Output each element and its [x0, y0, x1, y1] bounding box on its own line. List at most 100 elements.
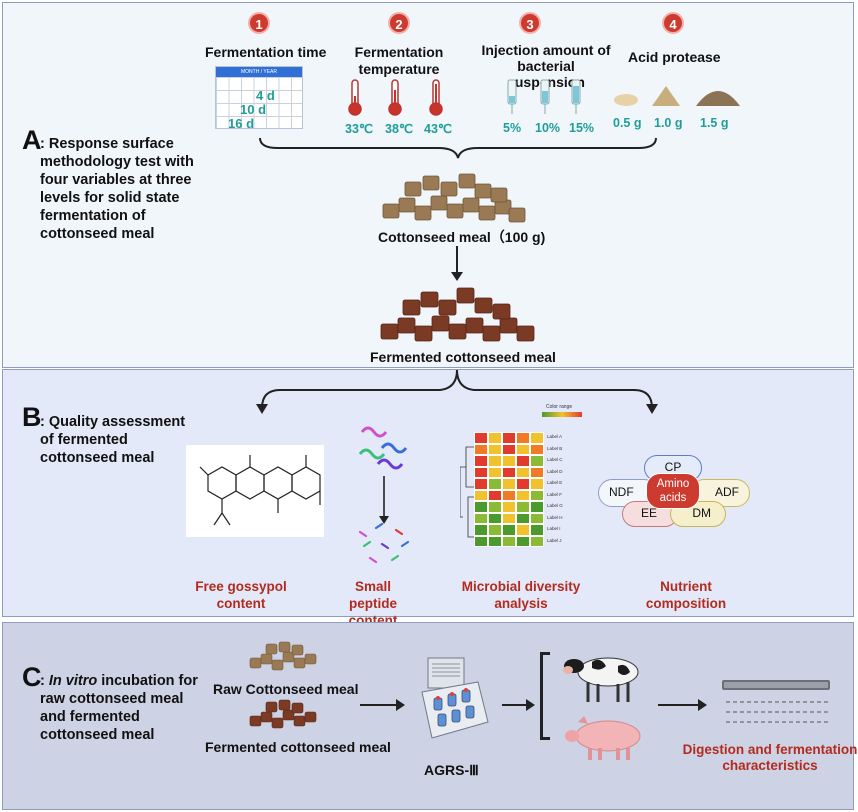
variable-1-title: Fermentation time	[205, 44, 327, 60]
calendar-icon: MONTH / YEAR	[215, 66, 303, 129]
arrow-right-icon	[360, 699, 405, 711]
heatmap-row-label: Label H	[547, 514, 563, 520]
heatmap-cell	[502, 478, 516, 490]
heatmap-cell	[488, 489, 502, 501]
variable-4-badge: 4	[662, 12, 684, 34]
fermented-cottonseed-label: Fermented cottonseed meal	[205, 739, 391, 755]
heatmap-cell	[516, 443, 530, 455]
panel-c-description: : In vitro incubation for raw cottonseed…	[40, 672, 212, 744]
heatmap-cell	[488, 466, 502, 478]
variable-2-title: Fermentation temperature	[354, 44, 444, 77]
molecule-icon	[199, 455, 321, 526]
arrow-right-icon	[658, 699, 707, 711]
variable-3-level-1: 5%	[503, 121, 522, 135]
heatmap-cell	[488, 443, 502, 455]
branch-arrows	[256, 369, 658, 414]
heatmap-cell	[516, 489, 530, 501]
heatmap-cell	[474, 443, 488, 455]
heatmap-row-label: Label C	[547, 457, 563, 462]
nutrient-venn: CP NDF ADF EE DM Amino acids	[598, 455, 750, 530]
heatmap-cell	[502, 524, 516, 536]
panel-a-description: : Response surface methodology test with…	[40, 136, 194, 242]
variable-2-badge: 2	[388, 12, 410, 34]
heatmap-row-label: Label D	[547, 468, 563, 474]
heatmap-cell	[488, 478, 502, 490]
heatmap-color-bar	[542, 412, 582, 417]
heatmap-legend-title: Color range	[546, 404, 573, 410]
heatmap-cell	[516, 535, 530, 547]
heatmap-cell	[502, 512, 516, 524]
panel-a-letter: A	[22, 125, 42, 155]
heatmap-cell	[502, 455, 516, 467]
heatmap-cell	[488, 432, 502, 444]
panel-c-desc-rest: incubation for raw cottonseed meal and f…	[40, 673, 198, 743]
variable-3-title: Injection amount of bacterial suspension	[481, 42, 611, 90]
pig-icon	[565, 716, 641, 760]
calendar-grid	[216, 77, 302, 128]
heatmap-cell	[502, 489, 516, 501]
fermented-cottonseed-meal-pile	[380, 287, 535, 342]
heatmap-cell	[474, 535, 488, 547]
variable-3-badge: 3	[519, 12, 541, 34]
powder-pile-icons	[614, 86, 740, 106]
raw-meal-label: Cottonseed meal（100 g)	[378, 229, 546, 245]
panel-c-desc-italic: In vitro	[48, 673, 98, 689]
raw-cottonseed-meal-pile	[382, 173, 526, 223]
device-label: AGRS-Ⅲ	[424, 762, 479, 778]
heatmap-cell	[516, 466, 530, 478]
heatmap-row-label: Label E	[547, 480, 563, 485]
raw-cottonseed-label: Raw Cottonseed meal	[213, 681, 359, 697]
variable-3-level-2: 10%	[535, 121, 561, 135]
heatmap-cell	[530, 512, 544, 524]
heatmap-dendrogram	[460, 446, 474, 538]
variable-2-level-1: 33℃	[345, 122, 373, 136]
heatmap-row-label: Label G	[547, 503, 563, 508]
panel-b-description: : Quality assessment of fermented cotton…	[40, 414, 186, 466]
variable-1-badge: 1	[248, 12, 270, 34]
heatmap-row-label: Label B	[547, 445, 563, 451]
heatmap-cell	[474, 512, 488, 524]
heatmap-cell	[530, 478, 544, 490]
panel-c-letter: C	[22, 662, 42, 692]
variable-4-level-1: 0.5 g	[613, 116, 642, 130]
cow-icon	[563, 657, 639, 702]
heatmap-cell	[516, 524, 530, 536]
panel-b-letter: B	[22, 402, 42, 432]
heatmap-cell	[488, 512, 502, 524]
variable-4-title: Acid protease	[628, 49, 721, 65]
panel-c-desc-prefix: :	[40, 673, 49, 689]
raw-meal-small-pile	[249, 641, 317, 671]
variable-4-level-2: 1.0 g	[654, 116, 683, 130]
heatmap-row-label: Label I	[547, 526, 561, 531]
heatmap-cell	[530, 432, 544, 444]
heatmap-cell	[516, 512, 530, 524]
heatmap-cell	[530, 455, 544, 467]
variable-4-level-3: 1.5 g	[700, 116, 729, 130]
heatmap-cell	[474, 501, 488, 513]
heatmap-cell	[474, 455, 488, 467]
heatmap-row-label: Label F	[547, 491, 563, 497]
assessment-microbial-diversity: Microbial diversity analysis	[461, 579, 581, 611]
assessment-nutrient-composition: Nutrient composition	[645, 579, 727, 611]
heatmap-cell	[530, 524, 544, 536]
heatmap-cell	[530, 501, 544, 513]
heatmap-cell	[502, 535, 516, 547]
calendar-header: MONTH / YEAR	[216, 67, 302, 77]
heatmap-cell	[488, 524, 502, 536]
heatmap-cell	[502, 443, 516, 455]
result-label: Digestion and fermentation characteristi…	[682, 742, 858, 773]
heatmap-grid	[474, 432, 544, 547]
heatmap-cell	[474, 524, 488, 536]
heatmap-cell	[516, 478, 530, 490]
variable-1-level-3: 16 d	[228, 116, 255, 131]
gossypol-structure	[186, 445, 324, 537]
arrow-down-icon	[451, 246, 463, 281]
heatmap-cell	[516, 455, 530, 467]
heatmap-cell	[516, 501, 530, 513]
heatmap-cell	[488, 501, 502, 513]
variable-3-level-3: 15%	[569, 121, 595, 135]
variable-1-level-2: 10 d	[240, 102, 267, 117]
fermented-meal-small-pile	[249, 699, 317, 729]
heatmap-cell	[474, 478, 488, 490]
